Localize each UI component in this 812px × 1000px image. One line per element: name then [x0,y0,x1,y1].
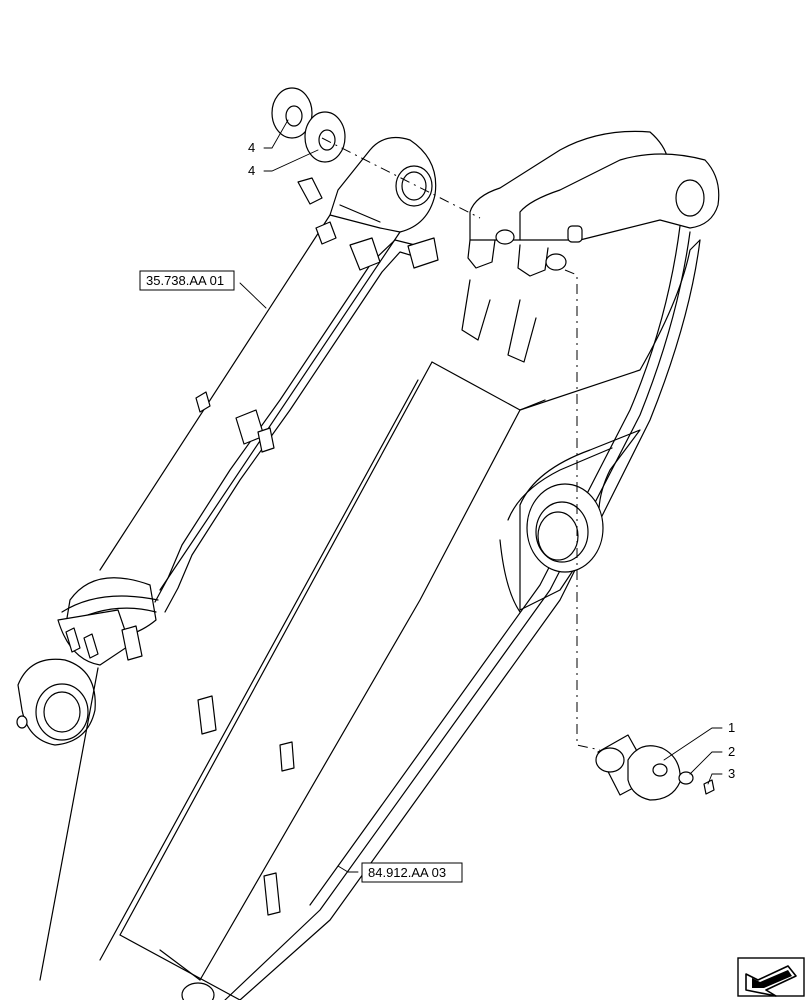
callout-4-lower: 4 [248,163,255,178]
reference-label-boom[interactable]: 84.912.AA 03 [368,865,446,880]
reference-box-cylinder[interactable]: 35.738.AA 01 [139,270,235,291]
reference-box-boom[interactable]: 84.912.AA 03 [361,862,463,883]
assembly-lines [321,137,601,751]
hydraulic-cylinder [16,137,439,981]
boom-arm [99,130,720,1000]
callout-2: 2 [728,744,735,759]
callout-1: 1 [728,720,735,735]
pin-assembly [595,734,715,801]
reference-label-cylinder[interactable]: 35.738.AA 01 [146,273,224,288]
next-page-arrow-icon[interactable] [737,957,805,997]
washers-part-4 [271,87,346,163]
callout-leaders [239,119,723,873]
callout-4-upper: 4 [248,140,255,155]
callout-3: 3 [728,766,735,781]
